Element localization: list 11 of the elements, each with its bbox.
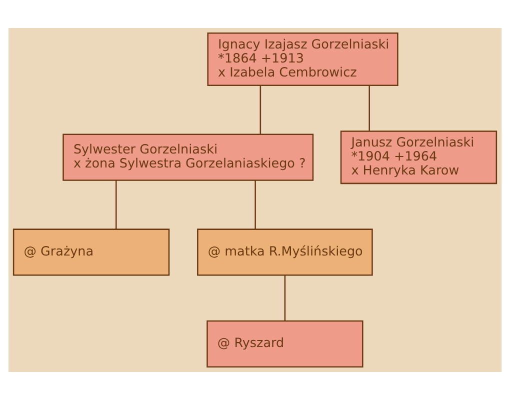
node-box: @ Grażyna [12,228,170,276]
connector [284,275,286,321]
node-box: @ Ryszard [206,320,364,368]
node-box: @ matka R.Myślińskiego [197,228,373,276]
connector [260,86,262,134]
node-box: Ignacy Izajasz Gorzelniaski *1864 +1913 x Izabela Cembrowicz [207,32,398,86]
node-box: Sylwester Gorzelniaski x żona Sylwestra Gorzelaniaskiego ? [62,134,314,181]
connector [368,86,370,131]
connector [115,180,117,230]
node-box: Janusz Gorzelniaski *1904 +1964 x Henryka Karow [340,130,498,184]
connector [254,180,256,230]
